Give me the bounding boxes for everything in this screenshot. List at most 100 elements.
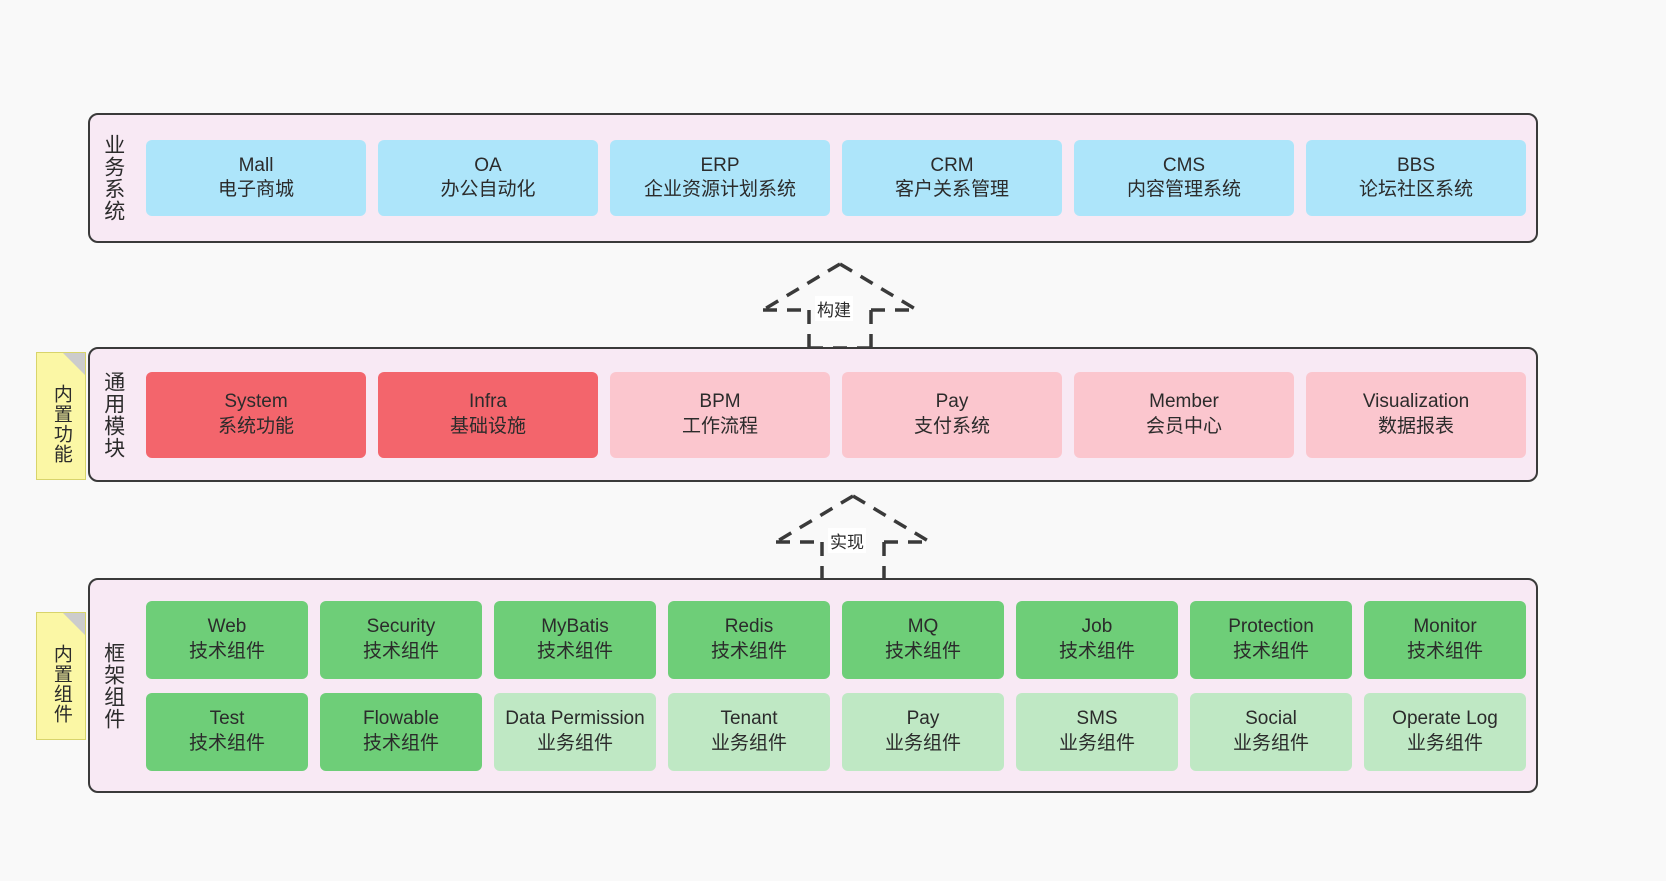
layer-framework-components: 框架组件 Web 技术组件 Security 技术组件 MyBatis 技术组件… bbox=[88, 578, 1538, 793]
node-redis[interactable]: Redis 技术组件 bbox=[668, 600, 830, 679]
node-infra[interactable]: Infra 基础设施 bbox=[378, 371, 598, 458]
connector-build-label: 构建 bbox=[815, 296, 853, 321]
node-title: Security bbox=[366, 616, 436, 638]
node-subtitle: 技术组件 bbox=[536, 640, 613, 662]
node-mybatis[interactable]: MyBatis 技术组件 bbox=[494, 600, 656, 679]
node-mall[interactable]: Mall 电子商城 bbox=[146, 140, 366, 216]
node-member[interactable]: Member 会员中心 bbox=[1074, 371, 1294, 458]
node-subtitle: 业务组件 bbox=[1058, 732, 1135, 754]
node-title: Web bbox=[207, 616, 247, 638]
note-label: 内置功能 bbox=[50, 384, 72, 464]
note-label: 内置组件 bbox=[50, 644, 72, 724]
node-subtitle: 技术组件 bbox=[1232, 640, 1309, 662]
node-subtitle: 业务组件 bbox=[536, 732, 613, 754]
node-title: CRM bbox=[930, 154, 974, 176]
node-bbs[interactable]: BBS 论坛社区系统 bbox=[1306, 140, 1526, 216]
node-subtitle: 技术组件 bbox=[362, 640, 439, 662]
node-title: Social bbox=[1245, 708, 1297, 730]
node-title: Mall bbox=[238, 154, 274, 176]
node-title: Visualization bbox=[1362, 391, 1470, 413]
node-pay-component[interactable]: Pay 业务组件 bbox=[842, 692, 1004, 771]
layer-title-framework-components: 框架组件 bbox=[101, 641, 125, 730]
node-job[interactable]: Job 技术组件 bbox=[1016, 600, 1178, 679]
connector-implement-label: 实现 bbox=[828, 528, 866, 553]
note-fold-corner-icon bbox=[63, 613, 85, 635]
node-subtitle: 技术组件 bbox=[188, 732, 265, 754]
node-subtitle: 会员中心 bbox=[1145, 415, 1222, 437]
node-monitor[interactable]: Monitor 技术组件 bbox=[1364, 600, 1526, 679]
node-mq[interactable]: MQ 技术组件 bbox=[842, 600, 1004, 679]
layer-title-common-modules: 通用模块 bbox=[101, 370, 125, 459]
node-data-permission[interactable]: Data Permission 业务组件 bbox=[494, 692, 656, 771]
layer-title-business-system: 业务系统 bbox=[101, 134, 125, 222]
node-subtitle: 论坛社区系统 bbox=[1358, 179, 1473, 200]
connector-build: 构建 bbox=[755, 258, 925, 350]
node-subtitle: 数据报表 bbox=[1377, 415, 1454, 437]
node-subtitle: 客户关系管理 bbox=[894, 179, 1009, 200]
node-title: Pay bbox=[906, 708, 940, 730]
node-security[interactable]: Security 技术组件 bbox=[320, 600, 482, 679]
node-title: Flowable bbox=[362, 708, 440, 730]
node-flowable[interactable]: Flowable 技术组件 bbox=[320, 692, 482, 771]
node-title: Job bbox=[1081, 616, 1113, 638]
node-title: OA bbox=[474, 154, 502, 176]
connector-implement: 实现 bbox=[768, 490, 938, 582]
node-sms[interactable]: SMS 业务组件 bbox=[1016, 692, 1178, 771]
node-visualization[interactable]: Visualization 数据报表 bbox=[1306, 371, 1526, 458]
node-title: Member bbox=[1149, 391, 1219, 413]
layer-business-system: 业务系统 Mall 电子商城 OA 办公自动化 ERP 企业资源计划系统 CRM… bbox=[88, 113, 1538, 243]
node-title: Test bbox=[209, 708, 245, 730]
node-subtitle: 基础设施 bbox=[449, 415, 526, 437]
framework-row-business: Test 技术组件 Flowable 技术组件 Data Permission … bbox=[146, 692, 1526, 771]
node-title: SMS bbox=[1076, 708, 1118, 730]
node-subtitle: 业务组件 bbox=[1232, 732, 1309, 754]
node-title: ERP bbox=[700, 154, 740, 176]
node-bpm[interactable]: BPM 工作流程 bbox=[610, 371, 830, 458]
node-subtitle: 业务组件 bbox=[884, 732, 961, 754]
node-title: Operate Log bbox=[1392, 708, 1498, 730]
node-subtitle: 技术组件 bbox=[1058, 640, 1135, 662]
common-modules-node-list: System 系统功能 Infra 基础设施 BPM 工作流程 Pay 支付系统… bbox=[136, 349, 1536, 480]
node-subtitle: 技术组件 bbox=[884, 640, 961, 662]
node-erp[interactable]: ERP 企业资源计划系统 bbox=[610, 140, 830, 216]
business-system-node-list: Mall 电子商城 OA 办公自动化 ERP 企业资源计划系统 CRM 客户关系… bbox=[136, 115, 1536, 241]
note-builtin-function: 内置功能 bbox=[36, 352, 86, 480]
note-fold-corner-icon bbox=[63, 353, 85, 375]
node-tenant[interactable]: Tenant 业务组件 bbox=[668, 692, 830, 771]
node-title: Monitor bbox=[1413, 616, 1477, 638]
node-protection[interactable]: Protection 技术组件 bbox=[1190, 600, 1352, 679]
node-title: MQ bbox=[907, 616, 939, 638]
node-pay-module[interactable]: Pay 支付系统 bbox=[842, 371, 1062, 458]
node-crm[interactable]: CRM 客户关系管理 bbox=[842, 140, 1062, 216]
node-subtitle: 企业资源计划系统 bbox=[643, 179, 796, 200]
node-subtitle: 技术组件 bbox=[188, 640, 265, 662]
node-title: BPM bbox=[699, 391, 741, 413]
node-subtitle: 系统功能 bbox=[217, 415, 294, 437]
node-subtitle: 业务组件 bbox=[710, 732, 787, 754]
node-system[interactable]: System 系统功能 bbox=[146, 371, 366, 458]
node-title: Protection bbox=[1228, 616, 1314, 638]
node-title: Infra bbox=[468, 391, 508, 413]
node-social[interactable]: Social 业务组件 bbox=[1190, 692, 1352, 771]
node-subtitle: 支付系统 bbox=[913, 415, 990, 437]
layer-common-modules: 通用模块 System 系统功能 Infra 基础设施 BPM 工作流程 Pay… bbox=[88, 347, 1538, 482]
node-subtitle: 工作流程 bbox=[681, 415, 758, 437]
framework-components-grid: Web 技术组件 Security 技术组件 MyBatis 技术组件 Redi… bbox=[136, 580, 1536, 791]
node-subtitle: 内容管理系统 bbox=[1126, 179, 1241, 200]
node-subtitle: 技术组件 bbox=[362, 732, 439, 754]
node-title: Redis bbox=[724, 616, 774, 638]
node-title: MyBatis bbox=[541, 616, 609, 638]
node-oa[interactable]: OA 办公自动化 bbox=[378, 140, 598, 216]
node-web[interactable]: Web 技术组件 bbox=[146, 600, 308, 679]
node-cms[interactable]: CMS 内容管理系统 bbox=[1074, 140, 1294, 216]
node-title: Data Permission bbox=[505, 708, 645, 730]
node-test[interactable]: Test 技术组件 bbox=[146, 692, 308, 771]
node-subtitle: 技术组件 bbox=[710, 640, 787, 662]
node-operate-log[interactable]: Operate Log 业务组件 bbox=[1364, 692, 1526, 771]
node-title: System bbox=[224, 391, 288, 413]
node-title: Tenant bbox=[720, 708, 778, 730]
framework-row-technical: Web 技术组件 Security 技术组件 MyBatis 技术组件 Redi… bbox=[146, 600, 1526, 679]
node-subtitle: 电子商城 bbox=[217, 179, 294, 200]
node-subtitle: 业务组件 bbox=[1406, 732, 1483, 754]
node-title: Pay bbox=[935, 391, 969, 413]
